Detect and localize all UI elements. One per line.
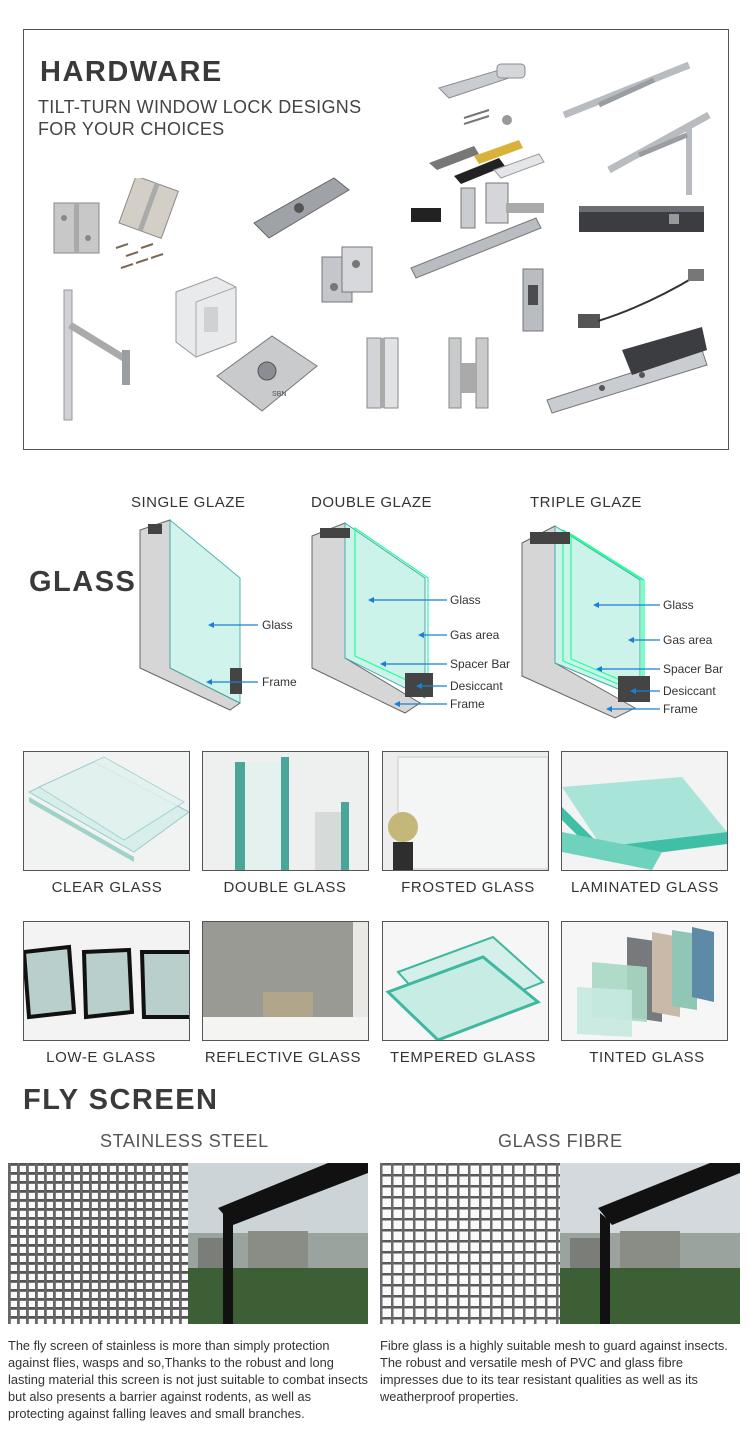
window-handles-image	[429, 63, 545, 184]
clear-glass-image	[23, 751, 190, 871]
butt-hinges-image	[53, 178, 179, 269]
reflective-glass-label: REFLECTIVE GLASS	[204, 1049, 362, 1066]
frosted-glass-label: FROSTED GLASS	[401, 879, 535, 896]
lock-box-image	[579, 206, 704, 232]
laminated-glass-label: LAMINATED GLASS	[571, 879, 719, 896]
tempered-glass-image	[382, 921, 549, 1041]
espagnolette-gear-image	[410, 182, 544, 279]
clear-glass-label: CLEAR GLASS	[51, 879, 163, 896]
svg-text:SBN: SBN	[272, 391, 286, 398]
double-glaze-frame-callout: Frame	[450, 697, 485, 711]
double-glaze-label: DOUBLE GLAZE	[311, 494, 433, 511]
triple-glaze-frame-callout: Frame	[663, 702, 698, 716]
double-glaze-diagram: Glass Gas area Spacer Bar Desiccant Fram…	[311, 522, 510, 714]
hardware-section: HARDWARE TILT-TURN WINDOW LOCK DESIGNS F…	[23, 29, 729, 450]
door-hinge-image	[321, 246, 373, 303]
single-glaze-label: SINGLE GLAZE	[131, 494, 246, 511]
striker-keep-image	[522, 268, 544, 332]
double-glass-label: DOUBLE GLASS	[223, 879, 347, 896]
double-glaze-glass-callout: Glass	[450, 593, 481, 607]
stainless-steel-description: The fly screen of stainless is more than…	[8, 1338, 368, 1421]
friction-stay-image	[562, 61, 711, 195]
stainless-steel-mesh-image	[8, 1163, 368, 1324]
restrictor-stay-image	[63, 289, 130, 421]
triple-glaze-label: TRIPLE GLAZE	[530, 494, 642, 511]
latch-plate-image: SBN	[216, 335, 318, 412]
double-glass-image	[202, 751, 369, 871]
single-glaze-diagram: Glass Frame	[139, 518, 297, 711]
corner-bracket-image	[175, 276, 237, 358]
hardware-title: HARDWARE	[40, 56, 223, 88]
reflective-glass-image	[202, 921, 369, 1041]
stainless-steel-title: STAINLESS STEEL	[100, 1131, 269, 1151]
glass-fibre-mesh-image	[380, 1163, 740, 1324]
double-glaze-desiccant-callout: Desiccant	[450, 679, 503, 693]
tempered-glass-label: TEMPERED GLASS	[390, 1049, 536, 1066]
glass-fibre-title: GLASS FIBRE	[498, 1131, 623, 1151]
double-glaze-gas-callout: Gas area	[450, 628, 500, 642]
keeper-bar-image	[253, 177, 350, 239]
frosted-glass-image	[382, 751, 549, 871]
triple-glaze-spacer-callout: Spacer Bar	[663, 662, 723, 676]
cable-restrictor-image	[578, 269, 704, 328]
triple-glaze-diagram: Glass Gas area Spacer Bar Desiccant Fram…	[521, 525, 723, 719]
double-glaze-spacer-callout: Spacer Bar	[450, 657, 510, 671]
triple-glaze-gas-callout: Gas area	[663, 633, 713, 647]
triple-glaze-glass-callout: Glass	[663, 598, 694, 612]
low-e-glass-label: LOW-E GLASS	[46, 1049, 156, 1066]
tinted-glass-image	[561, 921, 728, 1041]
fly-screen-title: FLY SCREEN	[23, 1084, 219, 1116]
flag-hinge-image	[366, 337, 399, 409]
laminated-glass-image	[561, 751, 728, 871]
low-e-glass-image	[23, 921, 190, 1041]
pivot-hinge-image	[448, 337, 489, 409]
single-glaze-glass-callout: Glass	[262, 618, 293, 632]
glass-title: GLASS	[29, 566, 137, 598]
triple-glaze-desiccant-callout: Desiccant	[663, 684, 716, 698]
glass-fibre-description: Fibre glass is a highly suitable mesh to…	[380, 1338, 728, 1404]
mortise-lock-image	[546, 327, 708, 414]
tinted-glass-label: TINTED GLASS	[589, 1049, 705, 1066]
hardware-subtitle: TILT-TURN WINDOW LOCK DESIGNS FOR YOUR C…	[38, 97, 362, 139]
single-glaze-frame-callout: Frame	[262, 675, 297, 689]
